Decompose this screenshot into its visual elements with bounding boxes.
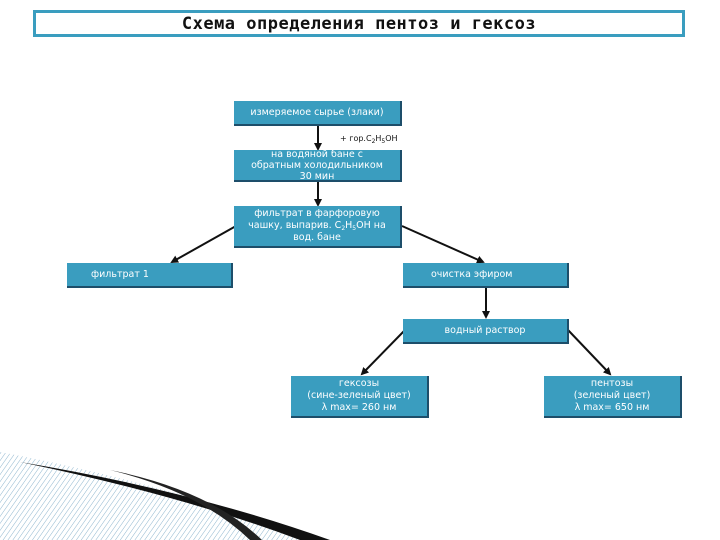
corner-swoosh-decoration [0,0,720,540]
